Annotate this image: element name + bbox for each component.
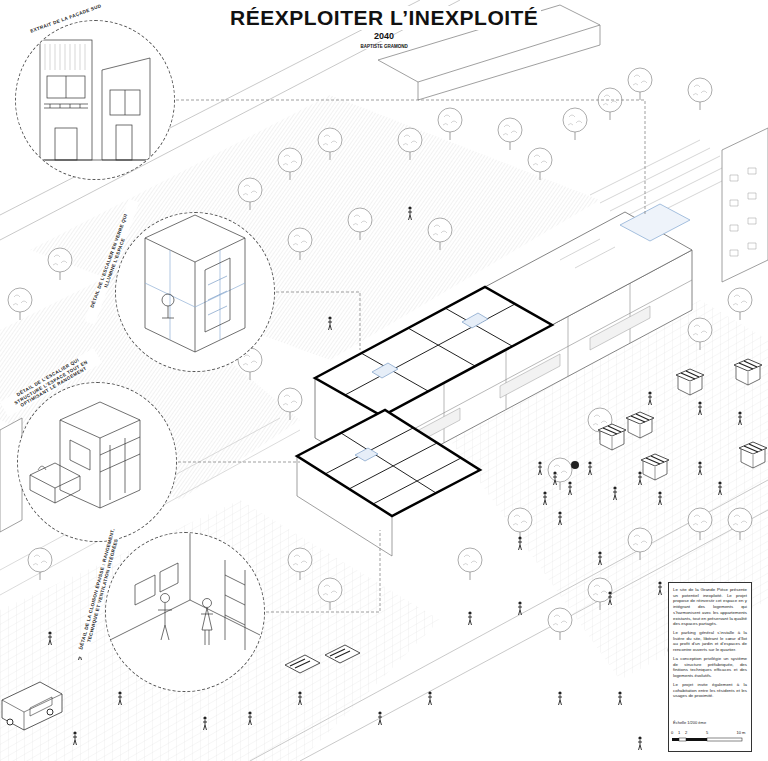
detail-caption: DÉTAIL DE L’ESCALIER EN VERRE QUI ILLUMI…	[84, 199, 139, 325]
year-label: 2040	[374, 31, 394, 41]
text-panel: Le site de la Grande Pièce présente un p…	[668, 582, 752, 752]
scale-number: 2	[685, 730, 687, 735]
detail-caption: DÉTAIL DE L’ESCALIER QUI STRUCTURE L’ESP…	[0, 348, 102, 417]
scale-caption: Échelle 1/200 ème	[673, 720, 706, 725]
author-label: BAPTISTE GRAMOND	[361, 44, 408, 49]
scale-number: 5	[706, 730, 708, 735]
detail-caption: DÉTAIL DE LA CLOISON ÉPAISSE : RANGEMENT…	[76, 520, 123, 658]
detail-circle: DÉTAIL DE L’ESCALIER EN VERRE QUI ILLUMI…	[115, 212, 275, 372]
detail-circle: DÉTAIL DE L’ESCALIER QUI STRUCTURE L’ESP…	[17, 382, 177, 542]
description-paragraph: Le parking général s’installe à la lisiè…	[673, 630, 747, 653]
description-paragraph: Le site de la Grande Pièce présente un p…	[673, 587, 747, 627]
description-paragraph: Le projet invite également à la cohabita…	[673, 682, 747, 699]
scale-number: 10 m	[737, 730, 746, 735]
scale-number: 1	[678, 730, 680, 735]
panel-body: Le site de la Grande Pièce présente un p…	[673, 587, 747, 702]
description-paragraph: La conception privilégie un système de s…	[673, 656, 747, 679]
detail-circle: EXTRAIT DE LA FAÇADE SUD	[15, 20, 175, 180]
detail-circle: DÉTAIL DE LA CLOISON ÉPAISSE : RANGEMENT…	[105, 532, 265, 692]
scale-number: 0	[671, 730, 673, 735]
poster-title: RÉEXPLOITER L’INEXPLOITÉ	[227, 6, 541, 30]
detail-caption: EXTRAIT DE LA FAÇADE SUD	[19, 0, 111, 38]
